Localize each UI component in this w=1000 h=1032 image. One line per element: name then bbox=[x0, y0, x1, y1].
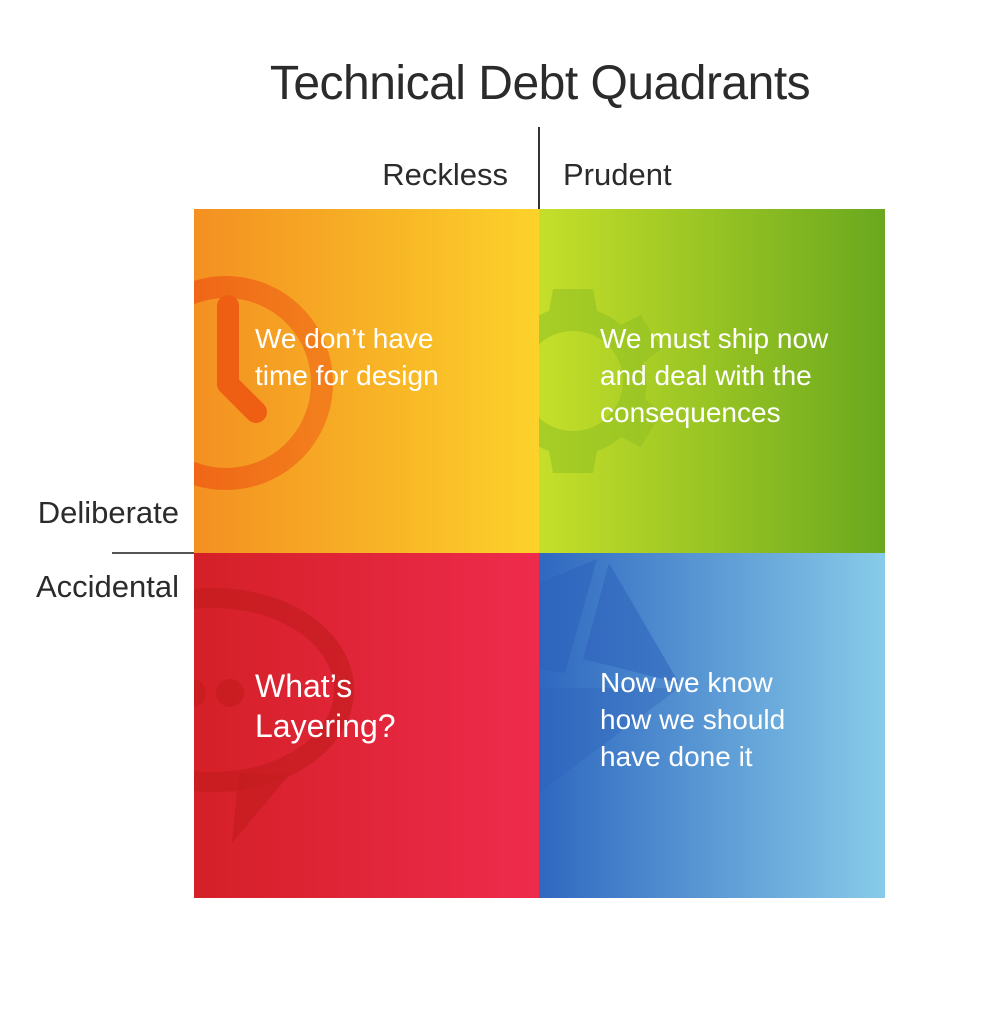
diagram-title: Technical Debt Quadrants bbox=[269, 57, 811, 110]
paper-plane-icon bbox=[539, 559, 679, 793]
vertical-axis-divider bbox=[112, 552, 194, 554]
quadrant-reckless-accidental: What’s Layering? bbox=[194, 553, 539, 898]
quadrant-prudent-deliberate: We must ship now and deal with the conse… bbox=[539, 209, 885, 553]
axis-label-deliberate: Deliberate bbox=[37, 495, 179, 530]
axis-label-reckless: Reckless bbox=[382, 157, 508, 192]
quadrant-text: We must ship now and deal with the conse… bbox=[600, 323, 829, 428]
quadrant-prudent-accidental: Now we know how we should have done it bbox=[539, 553, 885, 898]
clock-icon bbox=[194, 276, 333, 490]
horizontal-axis-divider bbox=[538, 127, 540, 209]
quadrant-text: We don’t have time for design bbox=[255, 323, 439, 391]
quadrant-reckless-deliberate: We don’t have time for design bbox=[194, 209, 539, 553]
gear-icon bbox=[539, 289, 661, 473]
quadrant-text: Now we know how we should have done it bbox=[600, 667, 786, 772]
axis-label-accidental: Accidental bbox=[35, 569, 179, 604]
quadrant-text: What’s Layering? bbox=[255, 668, 396, 744]
speech-bubble-icon bbox=[194, 588, 354, 843]
axis-label-prudent: Prudent bbox=[563, 157, 672, 192]
